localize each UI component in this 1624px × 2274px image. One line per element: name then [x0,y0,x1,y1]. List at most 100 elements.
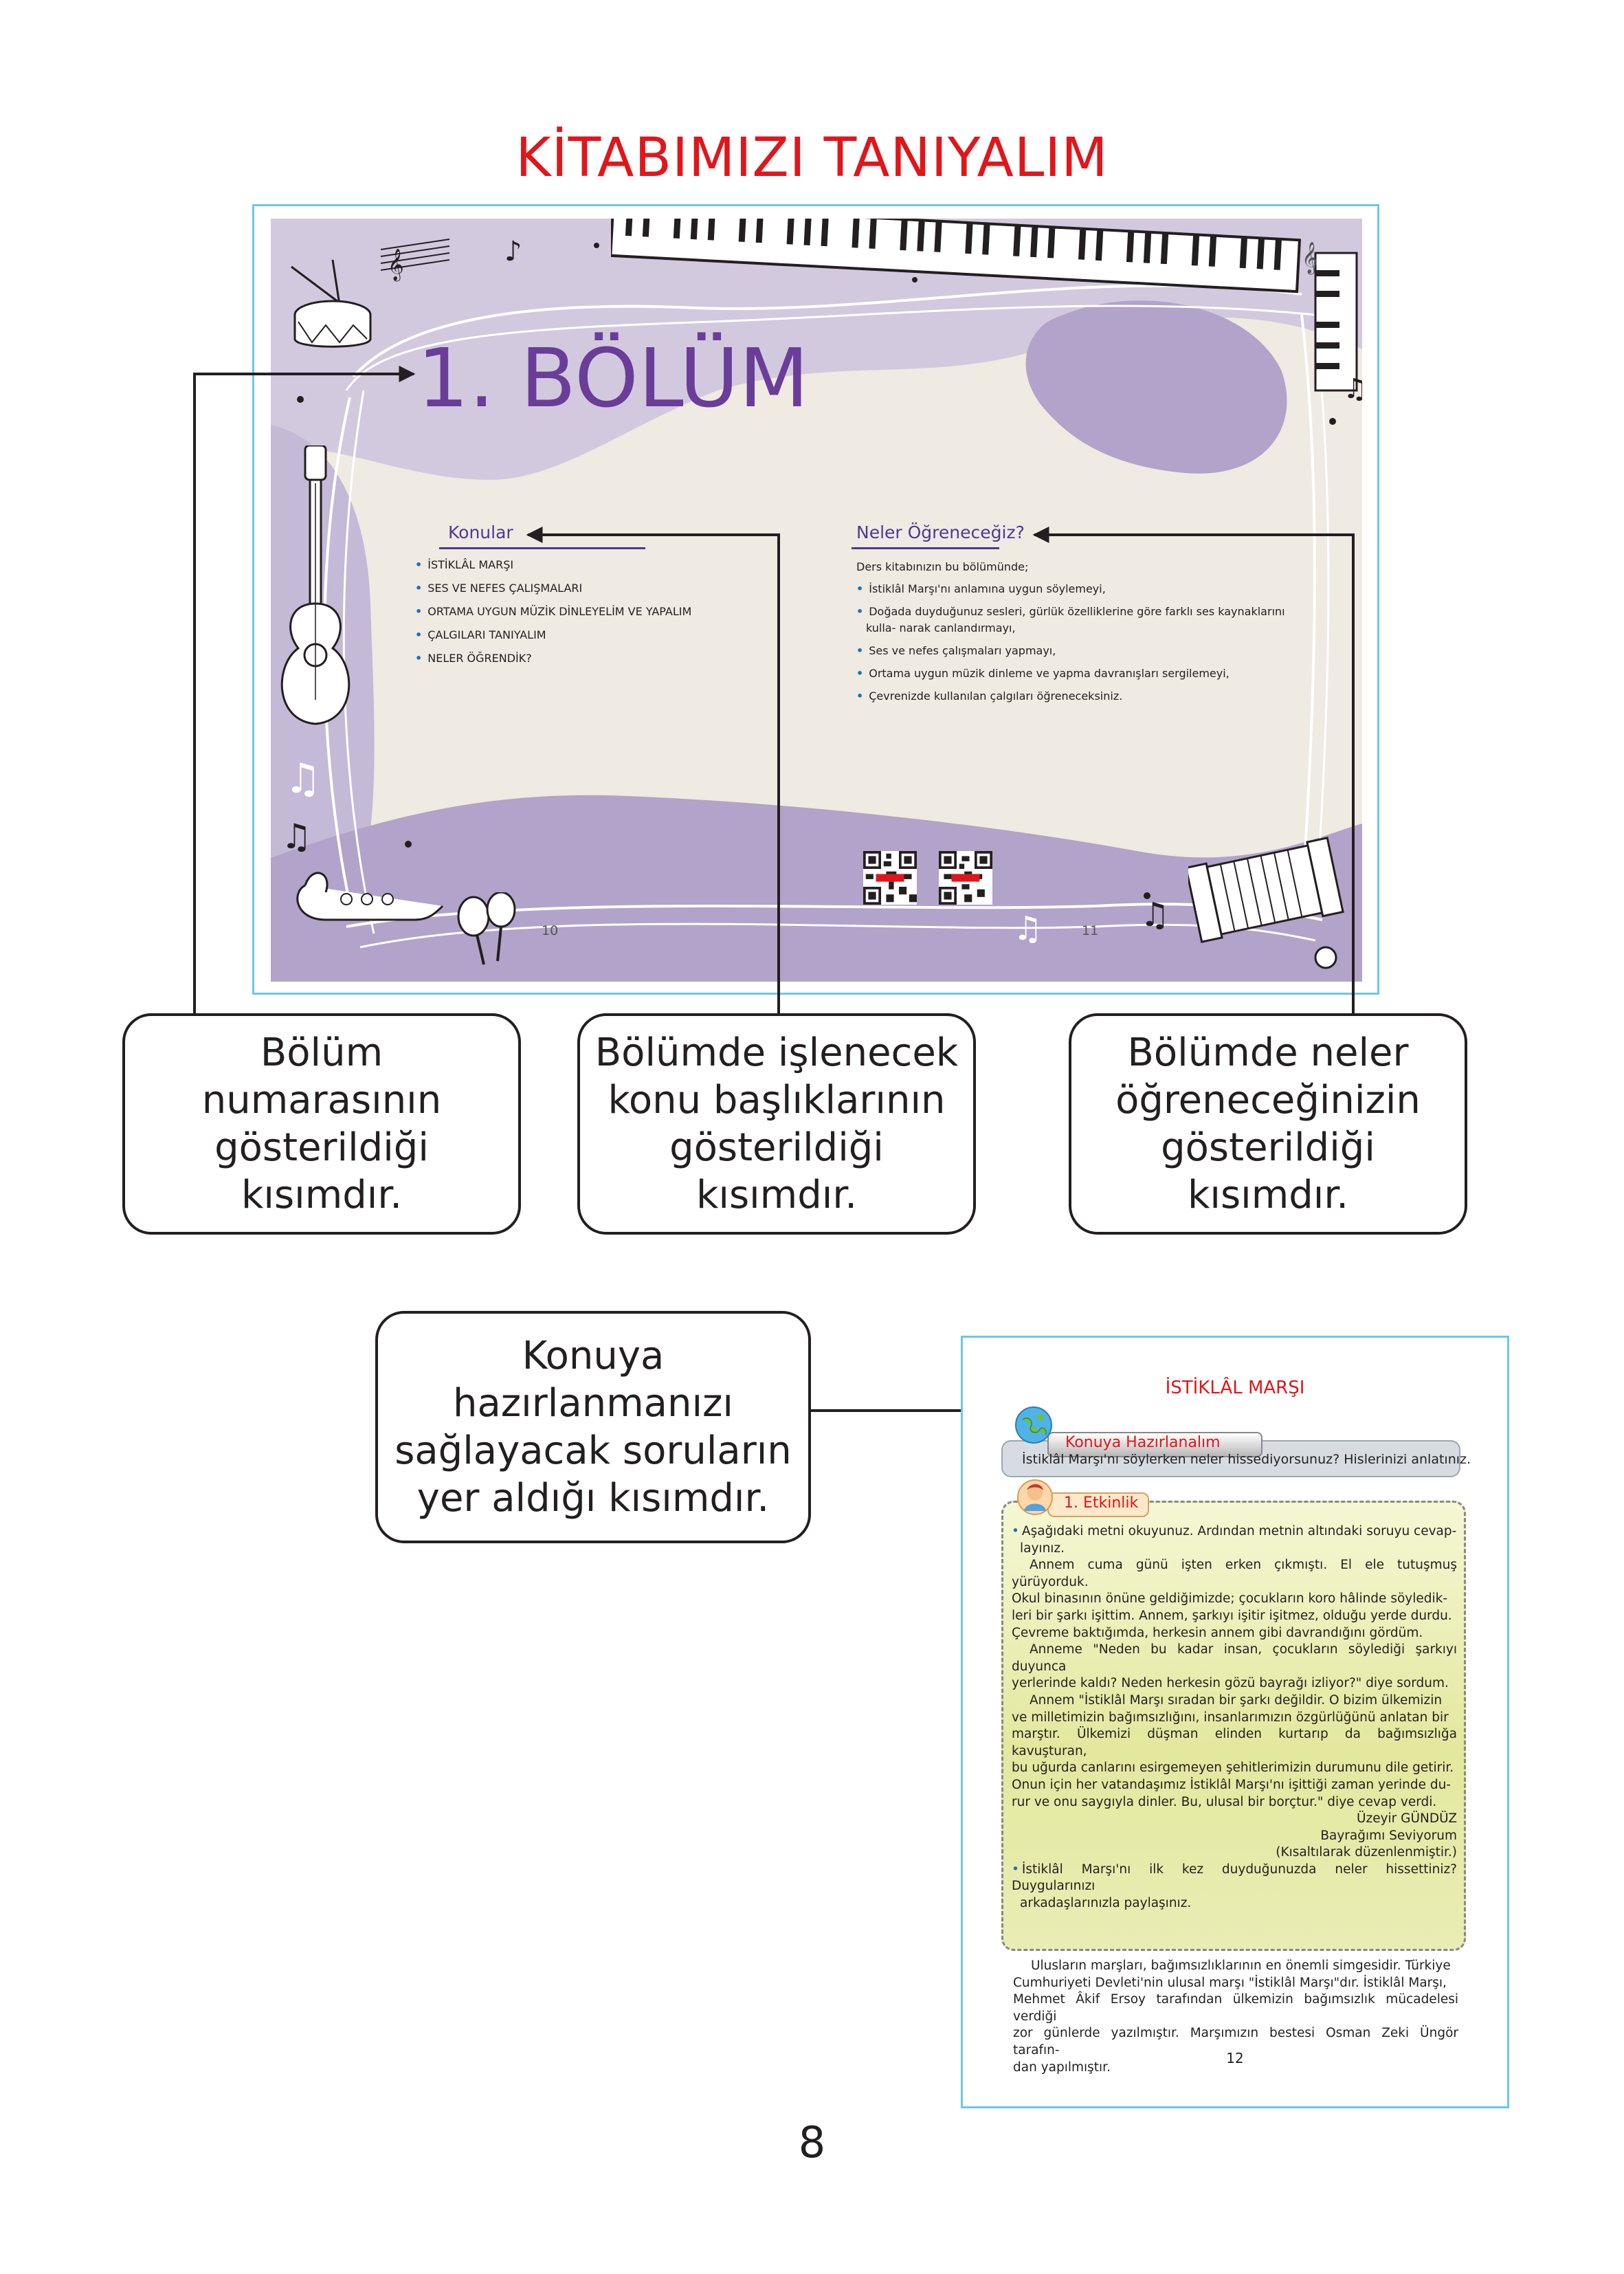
callout-line: kısımdır. [1187,1173,1349,1217]
text-line: yerlerinde kaldı? Neden herkesin gözü ba… [1012,1676,1449,1691]
learn-intro: Ders kitabınızın bu bölümünde; [856,560,1029,573]
text-line: Çevreme baktığımda, herkesin annem gibi … [1012,1625,1423,1640]
text-line: dan yapılmıştır. [1013,2060,1111,2075]
drum-icon [291,259,372,348]
list-item: İSTİKLÂL MARŞI [415,553,800,577]
topics-heading: Konular [448,522,513,542]
list-item: ORTAMA UYGUN MÜZİK DİNLEYELİM VE YAPALIM [415,600,800,623]
learn-list: İstiklâl Marşı'nı anlamına uygun söyleme… [856,581,1310,711]
text-line: Anneme "Neden bu kadar insan, çocukların… [1012,1642,1457,1674]
callout-line: Bölümde işlenecek [594,1030,959,1075]
callout-what-you-learn: Bölümde neler öğreneceğinizin gösterildi… [1069,1013,1467,1235]
dot [912,277,917,283]
text-line: Annem cuma günü işten erken çıkmıştı. El… [1012,1558,1457,1589]
music-note-icon: ♪ [504,236,522,267]
callout-line: yer aldığı kısımdır. [416,1476,770,1521]
callout-line: hazırlanmanızı [452,1381,733,1426]
text-line: Cumhuriyeti Devleti'nin ulusal marşı "İs… [1013,1975,1447,1990]
page-number: 8 [798,2117,826,2167]
music-note-icon: ♫ [285,755,322,803]
callout-line: numarasının [201,1078,442,1123]
source: Bayrağımı Seviyorum [1320,1828,1457,1843]
prep-label: Konuya Hazırlanalım [1065,1434,1221,1451]
text-line: layınız. [1020,1541,1065,1556]
dot [1144,892,1150,899]
callout-line: kısımdır. [696,1173,858,1217]
callout-chapter-number: Bölüm numarasının gösterildiği kısımdır. [122,1013,521,1235]
callout-line: Bölümde neler [1127,1030,1409,1075]
piano-fragment-icon: 𝄞 [1302,242,1358,392]
callout-line: sağlayacak soruların [394,1428,792,1473]
dot [1329,418,1336,425]
maracas-icon [457,892,516,965]
svg-text:𝄞: 𝄞 [388,249,404,282]
dot [405,841,412,848]
list-item: İstiklâl Marşı'nı anlamına uygun söyleme… [856,581,1310,597]
text-line: Ulusların marşları, bağımsızlıklarının e… [1031,1958,1451,1973]
list-item: Ortama uygun müzik dinleme ve yapma davr… [856,665,1310,682]
text-line: bu uğurda canlarını esirgemeyen şehitler… [1012,1760,1454,1776]
text-line: Annem "İstiklâl Marşı sıradan bir şarkı … [1030,1692,1443,1708]
text-line: arkadaşlarınızla paylaşınız. [1020,1896,1192,1911]
music-note-icon: 𝄞 [381,239,450,282]
callout-line: gösterildiği [1161,1125,1375,1170]
list-item: NELER ÖĞRENDİK? [415,647,800,670]
callout-line: kısımdır. [241,1173,403,1217]
activity-label: 1. Etkinlik [1064,1494,1139,1512]
music-note-icon: ♫ [1013,909,1043,948]
child-icon [1017,1479,1053,1515]
chapter-title: 1. BÖLÜM [417,331,809,426]
list-item: Çevrenizde kullanılan çalgıları öğrenece… [856,688,1310,705]
callout-line: Bölüm [260,1030,383,1075]
callout-line: konu başlıklarının [608,1078,946,1123]
text-line: Onun için her vatandaşımız İstiklâl Marş… [1012,1777,1451,1792]
music-note-icon: ♫ [1343,373,1362,405]
sample-page-number: 12 [1226,2050,1244,2066]
text-line: Okul binasının önüne geldiğimizde; çocuk… [1012,1591,1448,1607]
sample-page-title: İSTİKLÂL MARŞI [1165,1378,1305,1398]
music-note-icon: ♫ [281,817,312,857]
source-note: (Kısaltılarak düzenlenmiştir.) [1276,1845,1457,1860]
globe-icon [1015,1406,1052,1444]
learn-heading: Neler Öğreneceğiz? [856,522,1025,542]
callout-line: gösterildiği [669,1125,884,1170]
page-title: KİTABIMIZI TANIYALIM [515,127,1109,189]
list-item: ÇALGILARI TANIYALIM [415,623,800,647]
author: Üzeyir GÜNDÜZ [1356,1811,1457,1826]
text-line: İstiklâl Marşı'nı ilk kez duyduğunuzda n… [1012,1862,1457,1895]
svg-text:𝄞: 𝄞 [1302,242,1318,275]
page-number-right: 11 [1082,923,1099,938]
piano-keyboard-icon [611,219,1302,294]
list-item: SES VE NEFES ÇALIŞMALARI [415,577,800,600]
guitar-icon [280,445,351,725]
callout-line: öğreneceğinizin [1115,1078,1421,1123]
activity-tab [1047,1492,1149,1517]
prep-question: İstiklâl Marşı'nı söylerken neler hissed… [1022,1452,1471,1467]
callout-line: Konuya [522,1334,665,1378]
body-text: Ulusların marşları, bağımsızlıklarının e… [1013,1958,1458,2076]
chapter-spread: 𝄞 𝄞 ♫ ♫ ♫ ♫ ♫ ♪ [271,219,1362,982]
saxophone-icon [296,872,444,921]
text-line: Aşağıdaki metni okuyunuz. Ardından metni… [1012,1523,1457,1541]
list-item: Doğada duyduğunuz sesleri, gürlük özelli… [856,604,1310,637]
learn-underline [852,547,999,549]
list-item: Ses ve nefes çalışmaları yapmayı, [856,643,1310,659]
text-line: Mehmet Âkif Ersoy tarafından ülkemizin b… [1013,1992,1458,2024]
text-line: rur ve onu saygıyla dinler. Bu, ulusal b… [1012,1794,1437,1809]
text-line: ve milletimizin bağımsızlığını, insanlar… [1012,1710,1449,1725]
text-line: zor günlerde yazılmıştır. Marşımızın bes… [1013,2026,1458,2057]
callout-prep-questions: Konuya hazırlanmanızı sağlayacak sorular… [375,1311,811,1543]
prep-label-bar [1047,1432,1263,1457]
music-note-icon: ♫ [1140,896,1170,934]
text-line: marştır. Ülkemizi düşman elinden kurtarı… [1012,1727,1457,1758]
accordion-icon [1188,837,1344,969]
callout-line: gösterildiği [214,1125,429,1170]
callout-topic-titles: Bölümde işlenecek konu başlıklarının gös… [577,1013,976,1235]
activity-text: Aşağıdaki metni okuyunuz. Ardından metni… [1012,1523,1457,1912]
qr-code-icon[interactable] [863,851,917,905]
dot [297,396,304,403]
text-line: leri bir şarkı işittim. Annem, şarkıyı i… [1012,1608,1452,1623]
topics-list: İSTİKLÂL MARŞI SES VE NEFES ÇALIŞMALARI … [415,553,800,670]
qr-code-icon[interactable] [939,851,992,905]
